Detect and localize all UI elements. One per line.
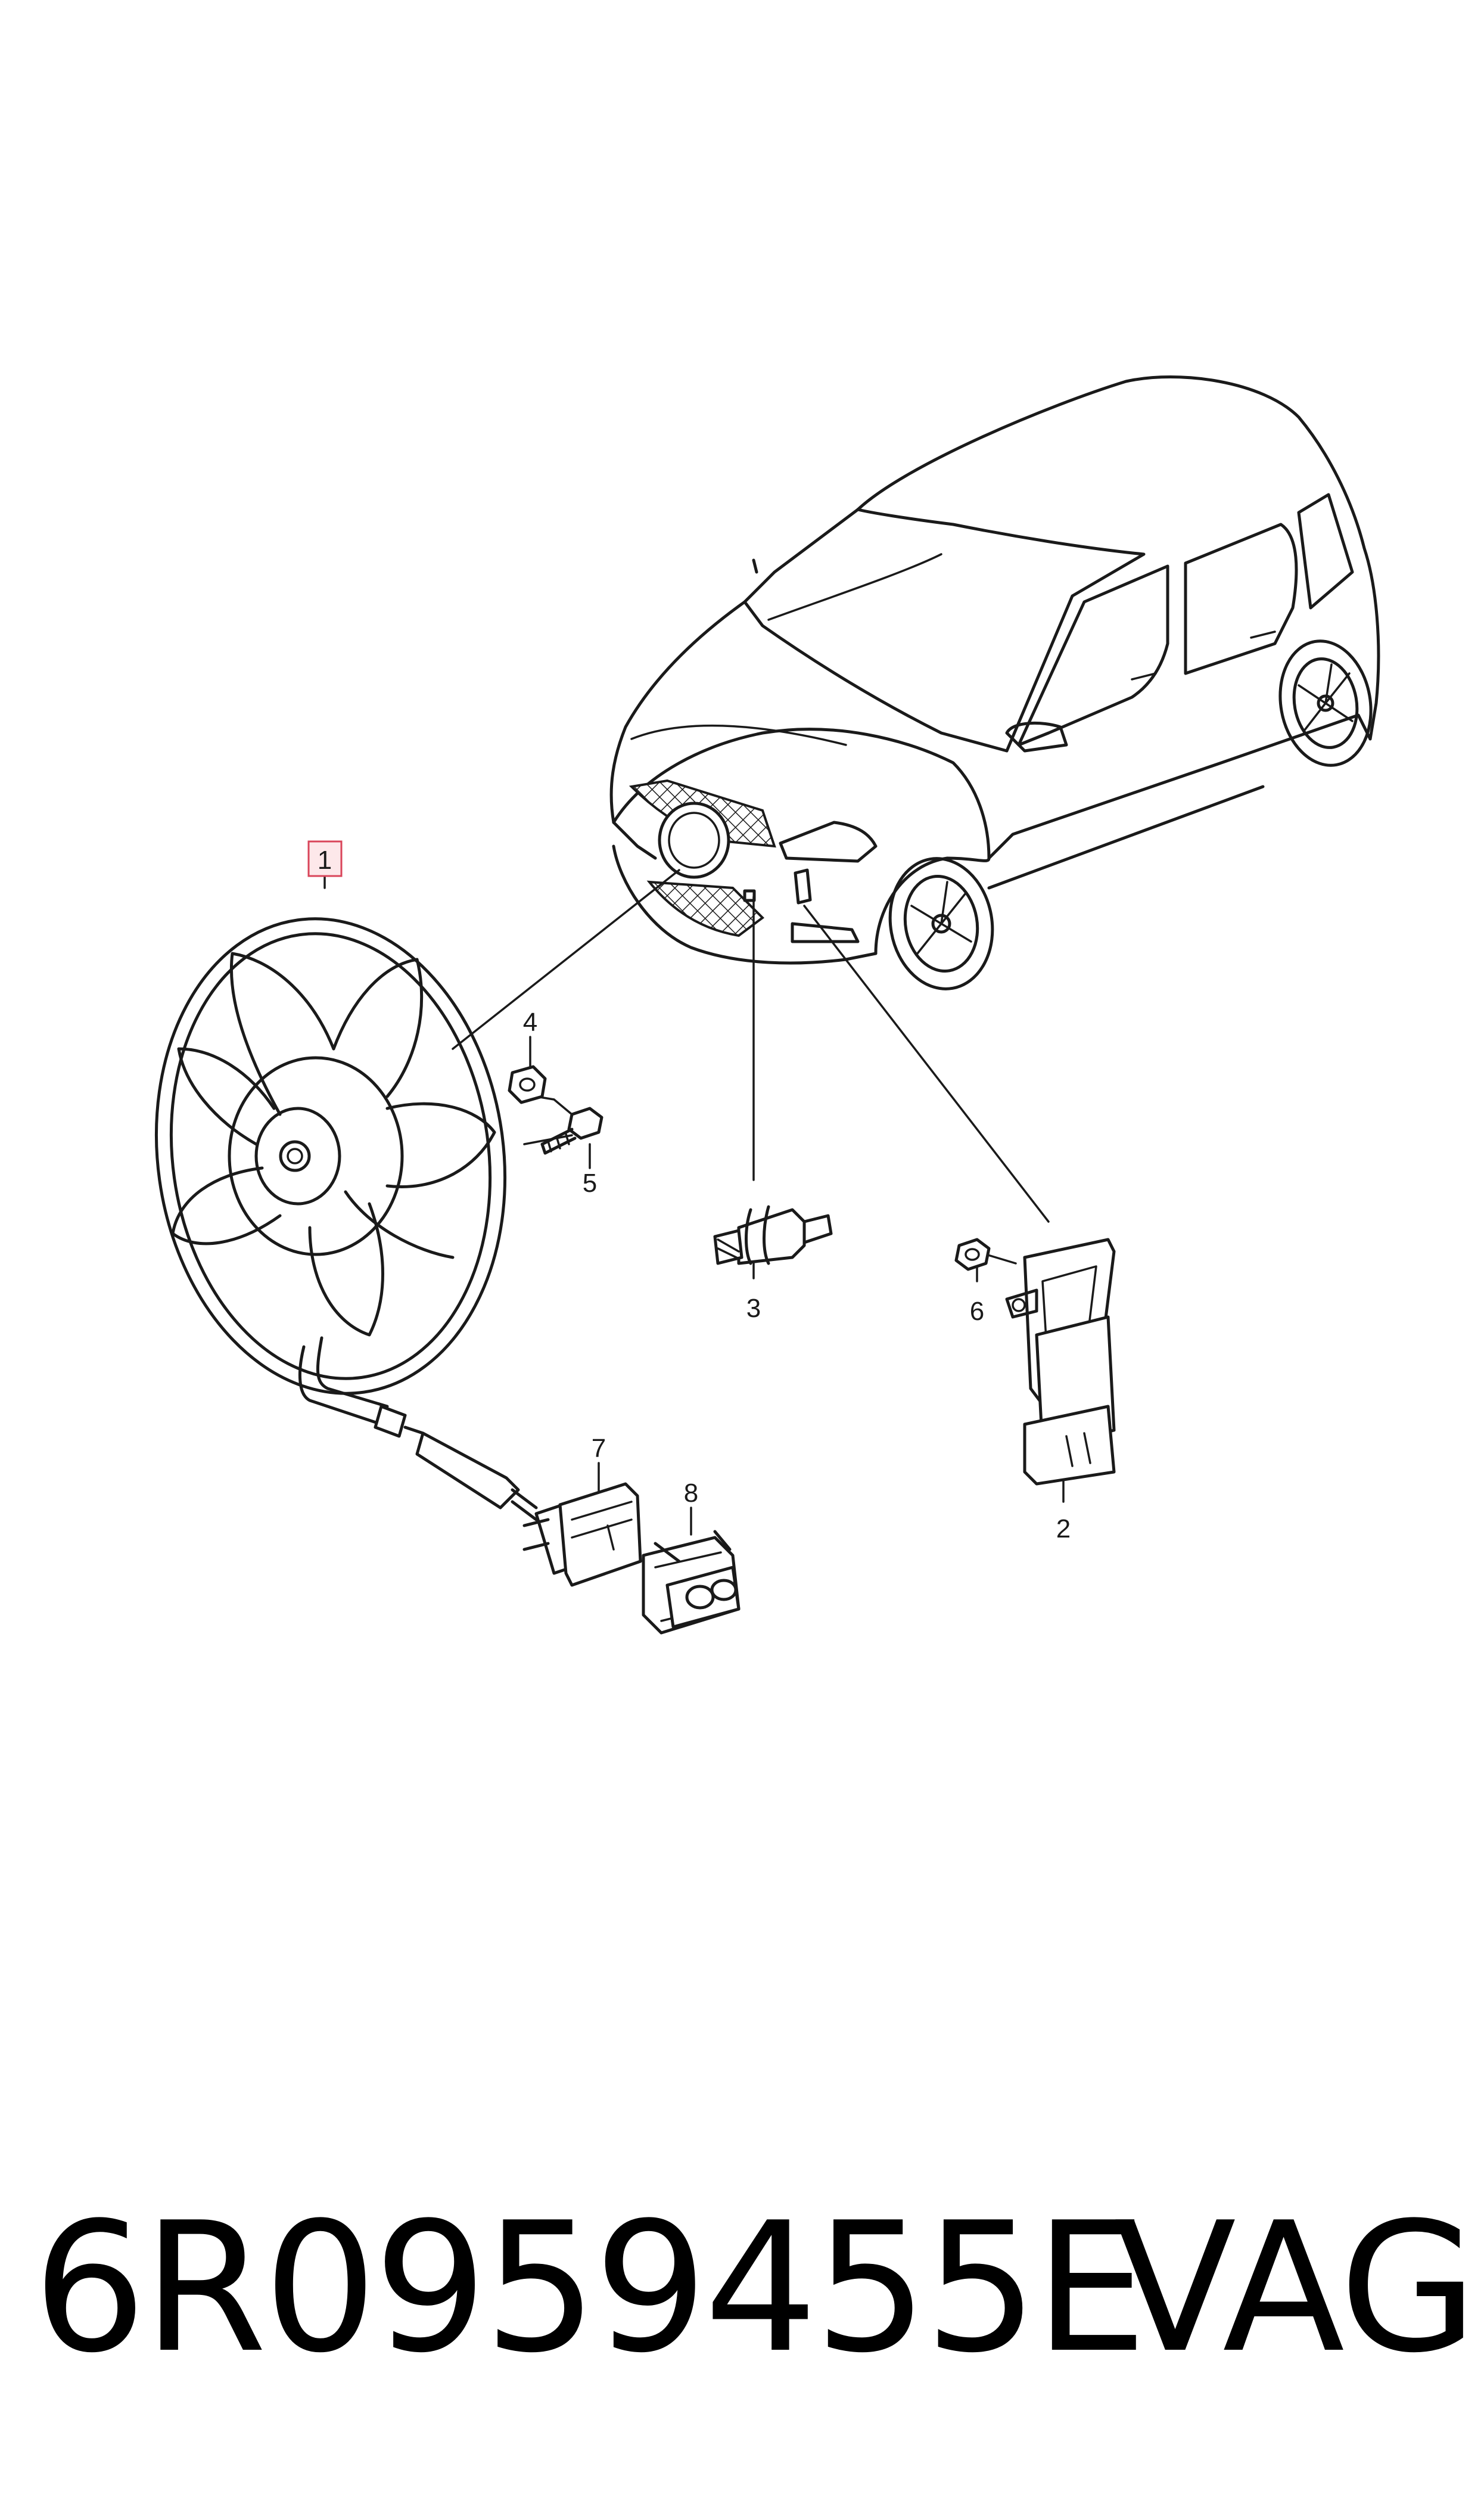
callout-2[interactable]: 2 xyxy=(1056,1514,1071,1543)
brand-label: VAG xyxy=(1114,2184,1477,2392)
callout-labels: 1 2 3 4 5 6 7 8 xyxy=(307,840,1071,1543)
nut-6 xyxy=(954,1238,991,1271)
callout-7[interactable]: 7 xyxy=(592,1434,606,1463)
car-illustration xyxy=(609,375,1380,990)
callout-4[interactable]: 4 xyxy=(523,1008,537,1037)
temperature-switch-3 xyxy=(713,1205,833,1265)
leader-lines xyxy=(323,860,1065,1536)
part-number: 6R0959455E xyxy=(33,2184,1147,2392)
control-unit-2 xyxy=(1005,1238,1116,1486)
callout-1[interactable]: 1 xyxy=(318,846,332,875)
callout-6[interactable]: 6 xyxy=(970,1297,984,1326)
nut-4 xyxy=(508,1065,547,1104)
radiator-fan xyxy=(154,917,538,1521)
bolt-5 xyxy=(540,1107,603,1155)
callout-5[interactable]: 5 xyxy=(583,1169,597,1198)
callout-8[interactable]: 8 xyxy=(684,1479,698,1508)
callout-1-highlight xyxy=(307,840,343,877)
callout-3[interactable]: 3 xyxy=(746,1294,761,1323)
connector-8 xyxy=(642,1530,741,1635)
connector-7 xyxy=(522,1482,642,1587)
